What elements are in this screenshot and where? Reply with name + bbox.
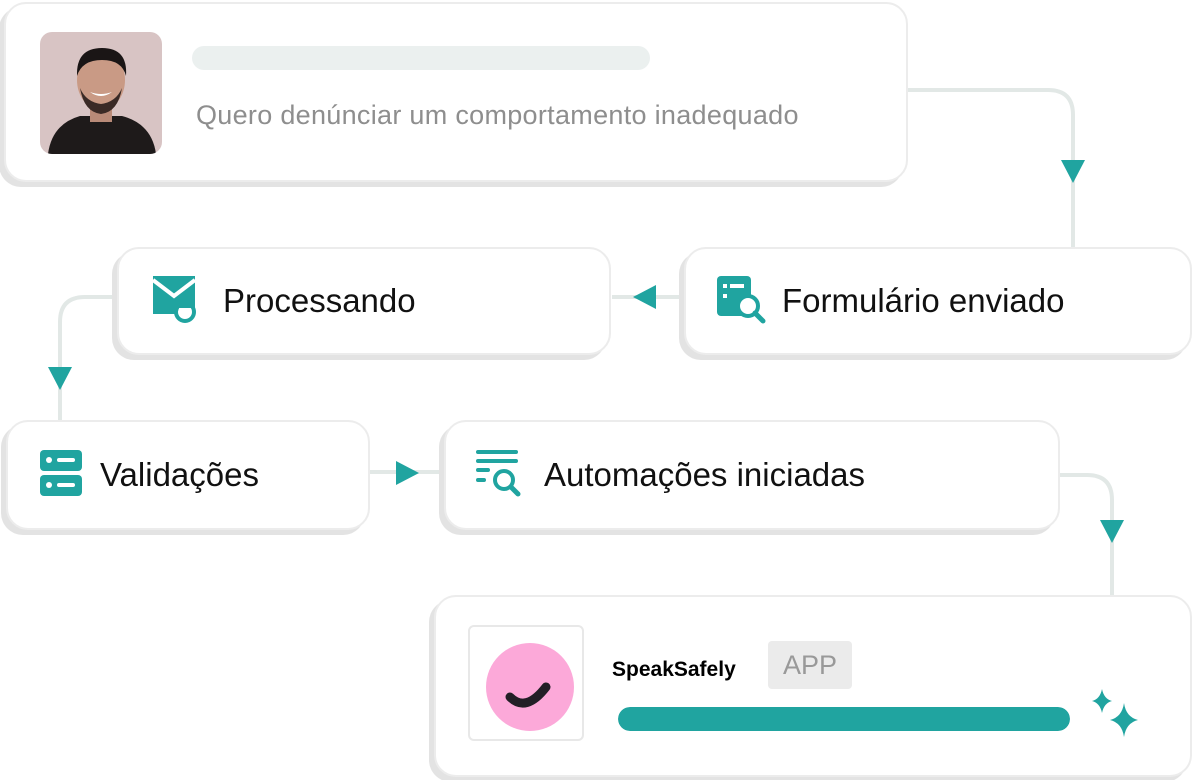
arrow-down-icon <box>1061 160 1085 183</box>
server-list-icon <box>40 449 82 501</box>
step-form-sent: Formulário enviado <box>684 247 1192 355</box>
step-processing: Processando <box>117 247 611 355</box>
step-label: Validações <box>100 456 259 493</box>
arrow-down-icon <box>48 367 72 390</box>
connector-automation-to-app <box>1060 473 1114 597</box>
arrow-right-icon <box>396 461 419 485</box>
name-placeholder-bar <box>192 46 650 70</box>
arrow-down-icon <box>1100 520 1124 543</box>
step-label: Automações iniciadas <box>544 456 866 493</box>
app-brand-name: SpeakSafely <box>612 658 736 681</box>
arrow-left-icon <box>633 285 656 309</box>
step-label: Formulário enviado <box>782 282 1065 319</box>
message-card: Quero denúnciar um comportamento inadequ… <box>4 2 908 182</box>
connector-processing-to-validation <box>58 295 112 422</box>
step-validations: Validações <box>6 420 370 530</box>
mail-sync-icon <box>151 274 201 329</box>
progress-bar-fill <box>618 707 1070 731</box>
list-search-icon <box>474 448 524 503</box>
sparkles-icon <box>1090 689 1142 746</box>
speaksafely-logo <box>468 625 584 741</box>
step-label: Processando <box>223 282 416 319</box>
app-tag: APP <box>768 641 852 689</box>
progress-bar <box>618 707 1070 731</box>
avatar <box>40 32 162 154</box>
message-text: Quero denúnciar um comportamento inadequ… <box>196 100 799 130</box>
step-automations-started: Automações iniciadas <box>444 420 1060 530</box>
connector-message-to-form <box>905 88 1075 247</box>
form-search-icon <box>716 274 766 329</box>
app-card: SpeakSafely APP <box>434 595 1192 777</box>
